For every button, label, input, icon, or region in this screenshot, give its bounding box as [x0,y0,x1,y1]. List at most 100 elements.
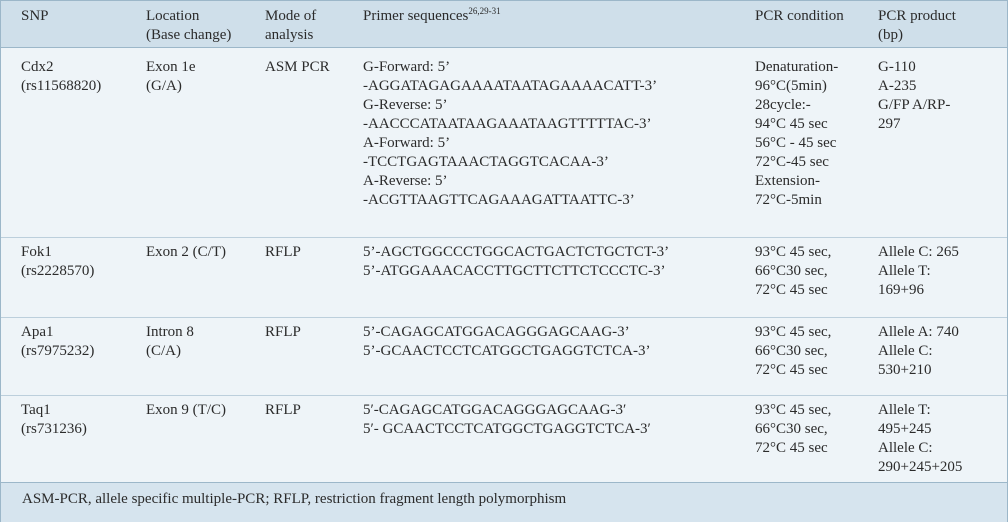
header-text: Primer sequences [363,8,469,24]
cell-pcr-condition-line: 96°C(5min) [755,78,827,94]
cell-location-line: Exon 1e [146,59,196,75]
header-line: (Base change) [146,27,232,43]
header-location: Location(Base change) [146,7,231,45]
cell-primer-line: 5’-GCAACTCCTCATGGCTGAGGTCTCA-3’ [363,343,651,359]
cell-mode: RFLP [265,243,301,262]
cell-mode-line: RFLP [265,244,301,260]
cell-pcr-condition-line: 66°C30 sec, [755,421,828,437]
cell-pcr-condition: 93°C 45 sec,66°C30 sec,72°C 45 sec [755,323,831,380]
cell-mode: ASM PCR [265,58,330,77]
cell-pcr-product-line: 530+210 [878,362,932,378]
cell-primer-line: G-Reverse: 5’ [363,97,448,113]
header-line: analysis [265,27,314,43]
header-line: (bp) [878,27,903,43]
cell-mode-line: ASM PCR [265,59,330,75]
cell-pcr-product-line: Allele C: 265 [878,244,959,260]
cell-snp-line: Fok1 [21,244,52,260]
cell-pcr-product-line: G-110 [878,59,916,75]
cell-location-line: (G/A) [146,78,182,94]
cell-pcr-condition-line: 56°C - 45 sec [755,135,837,151]
cell-pcr-product-line: 495+245 [878,421,932,437]
cell-location: Intron 8 (C/A) [146,323,194,361]
cell-location: Exon 1e (G/A) [146,58,196,96]
cell-mode-line: RFLP [265,324,301,340]
cell-primer: 5′-CAGAGCATGGACAGGGAGCAAG-3′ 5′- GCAACTCC… [363,401,651,439]
header-line: PCR condition [755,8,844,24]
cell-primer-line: 5’-AGCTGGCCCTGGCACTGACTCTGCTCT-3’ [363,244,670,260]
cell-location-line: Intron 8 [146,324,194,340]
cell-location-line: Exon 9 (T/C) [146,402,226,418]
row-separator [1,237,1007,238]
cell-pcr-condition-line: Extension- [755,173,820,189]
cell-pcr-condition-line: 72°C 45 sec [755,440,828,456]
cell-primer-line: 5’-ATGGAAACACCTTGCTTCTTCTCCCTC-3’ [363,263,666,279]
cell-snp: Cdx2 (rs11568820) [21,58,101,96]
cell-pcr-product-line: Allele T: [878,402,931,418]
cell-primer-line: -TCCTGAGTAAACTAGGTCACAA-3’ [363,154,609,170]
cell-snp: Taq1 (rs731236) [21,401,87,439]
cell-mode: RFLP [265,323,301,342]
cell-snp-line: (rs7975232) [21,343,95,359]
cell-pcr-condition: 93°C 45 sec, 66°C30 sec, 72°C 45 sec [755,243,831,300]
cell-snp-line: (rs11568820) [21,78,102,94]
cell-primer-line: G-Forward: 5’ [363,59,451,75]
cell-pcr-condition-line: 94°C 45 sec [755,116,828,132]
cell-pcr-condition-line: 93°C 45 sec, [755,324,832,340]
cell-snp-line: Taq1 [21,402,51,418]
header-primer: Primer sequences26,29-31 [363,7,501,26]
header-pcr-condition: PCR condition [755,7,844,26]
cell-pcr-product-line: 297 [878,116,901,132]
cell-pcr-product-line: Allele C: [878,440,933,456]
cell-pcr-condition-line: 72°C-5min [755,192,822,208]
cell-pcr-condition-line: 66°C30 sec, [755,263,828,279]
cell-pcr-product-line: 169+96 [878,282,924,298]
cell-pcr-condition-line: 72°C-45 sec [755,154,829,170]
cell-location: Exon 9 (T/C) [146,401,226,420]
header-pcr-product: PCR product (bp) [878,7,956,45]
cell-pcr-condition-line: 28cycle:- [755,97,811,113]
cell-location-line: (C/A) [146,343,181,359]
cell-snp-line: (rs2228570) [21,263,95,279]
cell-pcr-condition-line: 93°C 45 sec, [755,402,832,418]
cell-pcr-condition-line: 72°C 45 sec [755,282,828,298]
row-separator [1,395,1007,396]
cell-pcr-product-line: Allele C: [878,343,933,359]
table-header-bar [1,1,1007,48]
header-line: Mode of [265,8,317,24]
cell-location: Exon 2 (C/T) [146,243,226,262]
cell-primer-line: A-Forward: 5’ [363,135,451,151]
cell-mode: RFLP [265,401,301,420]
header-mode: Mode of analysis [265,7,316,45]
cell-primer-line: A-Reverse: 5’ [363,173,448,189]
cell-mode-line: RFLP [265,402,301,418]
header-snp: SNP [21,7,49,26]
table-footnote: ASM-PCR, allele specific multiple-PCR; R… [22,491,567,507]
cell-primer-line: -ACGTTAAGTTCAGAAAGATTAATTC-3’ [363,192,635,208]
cell-snp: Fok1 (rs2228570) [21,243,94,281]
cell-primer-line: 5’-CAGAGCATGGACAGGGAGCAAG-3’ [363,324,630,340]
cell-snp: Apa1 (rs7975232) [21,323,94,361]
cell-location-line: Exon 2 (C/T) [146,244,226,260]
cell-primer: 5’-CAGAGCATGGACAGGGAGCAAG-3’ 5’-GCAACTCCT… [363,323,651,361]
cell-snp-line: Cdx2 [21,59,54,75]
cell-snp-line: (rs731236) [21,421,87,437]
reference-superscript: 26,29-31 [468,6,501,16]
cell-pcr-condition-line: 72°C 45 sec [755,362,828,378]
cell-pcr-product-line: A-235 [878,78,917,94]
cell-pcr-condition: Denaturation- 96°C(5min) 28cycle:- 94°C 45 … [755,58,838,210]
cell-primer: 5’-AGCTGGCCCTGGCACTGACTCTGCTCT-3’ 5’-ATGG… [363,243,669,281]
cell-pcr-condition-line: Denaturation- [755,59,839,75]
header-line: PCR product [878,8,956,24]
table-footer-bar [1,482,1007,522]
cell-pcr-product-line: Allele T: [878,263,931,279]
cell-primer-line: 5′-CAGAGCATGGACAGGGAGCAAG-3′ [363,402,627,418]
cell-pcr-condition: 93°C 45 sec, 66°C30 sec, 72°C 45 sec [755,401,831,458]
cell-pcr-condition-line: 93°C 45 sec, [755,244,832,260]
cell-primer-line: 5′- GCAACTCCTCATGGCTGAGGTCTCA-3′ [363,421,651,437]
cell-snp-line: Apa1 [21,324,54,340]
